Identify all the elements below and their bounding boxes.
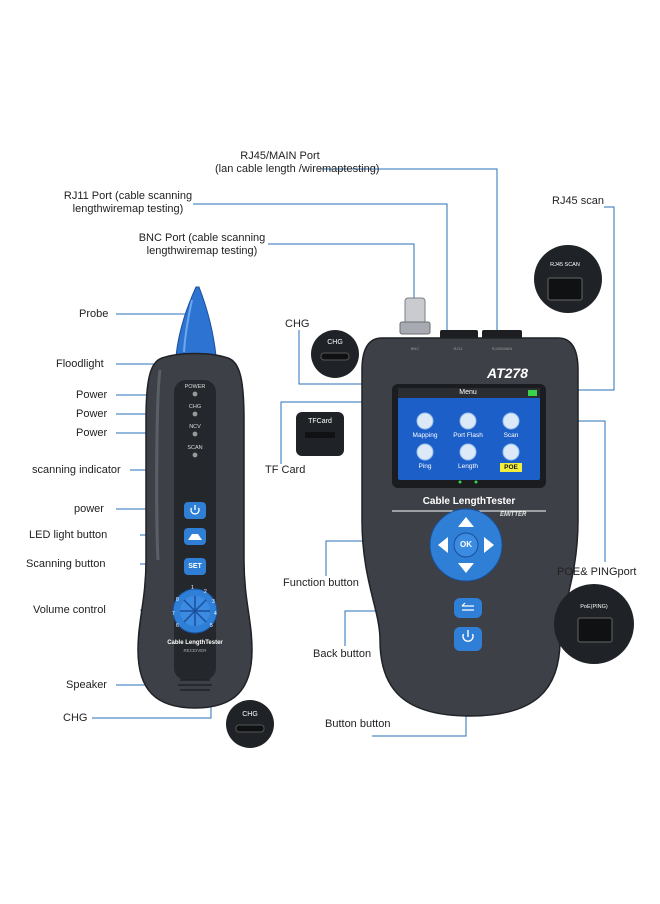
probe-led-ncv: NCV <box>189 424 201 430</box>
dial-number: 4 <box>214 611 217 617</box>
label-rj45-main-line1: RJ45/MAIN Port <box>240 150 320 162</box>
label-probe: Probe <box>79 308 109 320</box>
label-power-2: Power <box>76 408 108 420</box>
label-scanning-indicator: scanning indicator <box>32 464 121 476</box>
label-scanning-button: Scanning button <box>26 558 106 570</box>
label-rj45-main: RJ45/MAIN Port (lan cable length /wirema… <box>215 150 380 176</box>
label-back-button: Back button <box>313 648 372 660</box>
dial-number: 7 <box>172 611 175 617</box>
label-rj45-scan: RJ45 scan <box>552 195 604 207</box>
menu-item-length: Length <box>458 463 478 470</box>
label-bnc-line1: BNC Port (cable scanning <box>138 232 266 244</box>
model-label: AT278 <box>487 365 528 381</box>
label-tf-card: TF Card <box>265 464 306 476</box>
menu-item-mapping: Mapping <box>412 432 438 439</box>
inset-chg-probe: CHG <box>242 711 258 718</box>
label-poe-ping-port: POE& PINGport <box>557 566 637 578</box>
label-led-light-button: LED light button <box>29 529 108 541</box>
screen-title: Menu <box>459 389 477 396</box>
label-floodlight: Floodlight <box>56 358 104 370</box>
port-label-rj45: RJ45/MAIN <box>491 346 513 351</box>
port-label-bnc: BNC <box>410 346 420 351</box>
inset-chg-main: CHG <box>327 339 343 346</box>
dial-number: 8 <box>176 597 179 603</box>
probe-set-button[interactable]: SET <box>188 563 202 570</box>
dial-number: 3 <box>212 599 215 605</box>
label-speaker: Speaker <box>66 679 107 691</box>
inset-rj45-scan: RJ45 SCAN <box>550 262 580 268</box>
label-chg-probe: CHG <box>63 712 88 724</box>
main-subtext: EMITTER <box>500 512 527 518</box>
main-brand: Cable LengthTester <box>422 496 516 507</box>
probe-led-power: POWER <box>184 384 206 390</box>
probe-led-chg: CHG <box>188 404 202 410</box>
label-rj11: RJ11 Port (cable scanning lengthwiremap … <box>58 190 198 216</box>
dial-number: 2 <box>204 589 207 595</box>
ok-button[interactable]: OK <box>460 540 472 549</box>
dial-number: 6 <box>176 623 179 629</box>
label-rj11-line1: RJ11 Port (cable scanning <box>63 190 193 202</box>
main-device <box>361 297 579 717</box>
dial-number: 5 <box>210 623 213 629</box>
probe-device <box>137 286 253 709</box>
label-bnc-line2: lengthwiremap testing) <box>146 245 258 257</box>
label-power-3: Power <box>76 427 108 439</box>
label-power-1: Power <box>76 389 108 401</box>
label-bnc: BNC Port (cable scanning lengthwiremap t… <box>132 232 272 258</box>
probe-led-scan: SCAN <box>187 445 203 451</box>
label-chg-main: CHG <box>285 318 310 330</box>
port-label-rj11: RJ11 <box>453 346 463 351</box>
menu-item-poe: POE <box>504 464 518 471</box>
inset-poe: PoE(PING) <box>580 604 608 610</box>
menu-item-ping: Ping <box>418 463 432 470</box>
label-rj45-main-line2: (lan cable length /wiremaptesting) <box>215 163 380 175</box>
label-function-button: Function button <box>283 577 359 589</box>
menu-item-port-flash: Port Flash <box>453 432 483 439</box>
label-volume-control: Volume control <box>33 604 106 616</box>
probe-brand: Cable LengthTester <box>167 640 223 646</box>
inset-tf-card: TFCard <box>308 418 332 425</box>
label-button-button: Button button <box>325 718 391 730</box>
insets <box>226 245 634 748</box>
label-rj11-line2: lengthwiremap testing) <box>72 203 184 215</box>
label-power-button: power <box>74 503 104 515</box>
dial-number: 1 <box>191 585 194 591</box>
menu-item-scan: Scan <box>503 432 519 439</box>
probe-subtext: RECEIVER <box>183 648 207 653</box>
